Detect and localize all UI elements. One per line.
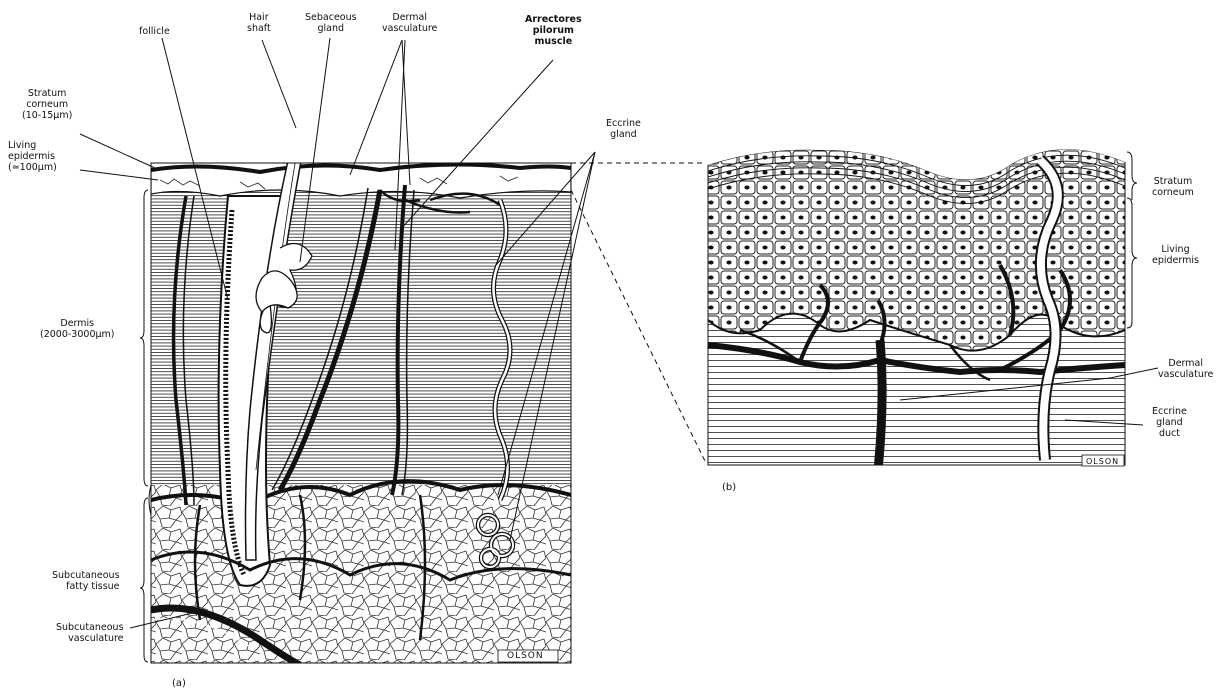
label-dermis: Dermis (2000-3000μm) bbox=[40, 318, 115, 340]
brackets-a bbox=[140, 190, 148, 662]
signature-a: OLSON bbox=[507, 651, 544, 662]
label-stratum-corneum-b: Stratum corneum bbox=[1152, 176, 1194, 198]
subcutaneous-fat-region bbox=[151, 485, 571, 665]
label-subcutaneous-fatty-tissue: Subcutaneous fatty tissue bbox=[52, 570, 120, 592]
caption-a: (a) bbox=[172, 678, 186, 689]
panel-a bbox=[151, 112, 571, 665]
signature-b: OLSON bbox=[1086, 456, 1119, 467]
label-dermal-vasculature-b: Dermal vasculature bbox=[1158, 358, 1213, 380]
label-subcutaneous-vasculature: Subcutaneous vasculature bbox=[56, 622, 124, 644]
label-follicle: follicle bbox=[139, 26, 170, 37]
label-eccrine-gland-duct: Eccrine gland duct bbox=[1152, 406, 1187, 439]
zoom-guides bbox=[571, 163, 706, 463]
label-living-epidermis-b: Living epidermis bbox=[1152, 244, 1199, 266]
label-hair-shaft: Hair shaft bbox=[247, 12, 271, 34]
caption-b: (b) bbox=[722, 482, 736, 493]
label-dermal-vasculature-a: Dermal vasculature bbox=[382, 12, 437, 34]
label-eccrine-gland: Eccrine gland bbox=[606, 118, 641, 140]
label-stratum-corneum-a: Stratum corneum (10-15μm) bbox=[22, 88, 72, 121]
brackets-b bbox=[1127, 152, 1137, 328]
label-living-epidermis-a: Living epidermis (≃100μm) bbox=[8, 140, 57, 173]
label-sebaceous-gland: Sebaceous gland bbox=[305, 12, 357, 34]
label-arrectores-pilorum: Arrectores pilorum muscle bbox=[525, 14, 582, 47]
